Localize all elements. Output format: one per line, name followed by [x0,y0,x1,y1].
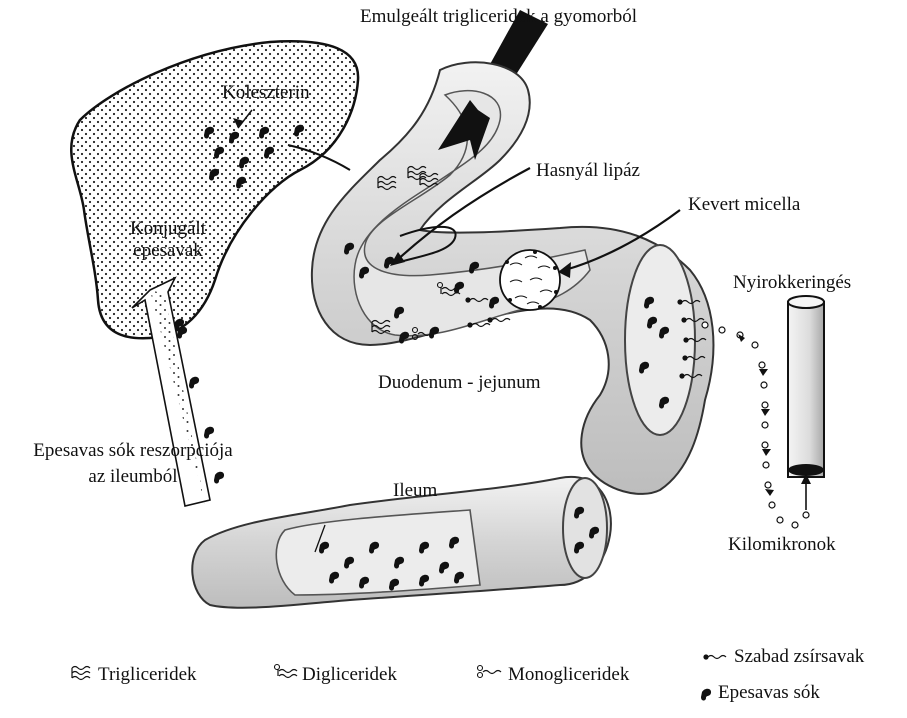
pancreatic-lipase-label: Hasnyál lipáz [536,160,640,182]
cholesterol-label: Koleszterin [222,82,310,104]
bile-salt-reabsorption-label-line2: az ileumból [8,466,258,488]
chylomicrons-label: Kilomikronok [728,534,836,556]
lymph-vessel [788,302,824,477]
duodenum-jejunum-label: Duodenum - jejunum [378,372,541,394]
monoglyceride-legend-icon [478,666,502,678]
conjugated-bile-acids-label-line2: epesavak [108,240,228,262]
bile-salt-reabsorption-label-line1: Epesavas sók reszorpciója [8,440,258,462]
mixed-micelle-label: Kevert micella [688,194,800,216]
legend-free-fatty-acids: Szabad zsírsavak [734,646,864,668]
legend-monoglycerides: Monogliceridek [508,664,629,686]
legend-bile-salts: Epesavas sók [718,682,820,704]
free-fatty-acid-legend-icon [703,654,726,659]
diglyceride-legend-icon [275,665,298,678]
legend-diglycerides: Digliceridek [302,664,397,686]
ileum-label: Ileum [393,480,437,502]
emulsified-triglycerides-label: Emulgeált trigliceridek a gyomorból [360,6,637,28]
bile-salt-legend-icon [701,689,711,701]
conjugated-bile-acids-label-line1: Konjugált [108,218,228,240]
triglyceride-legend-icon [72,667,90,680]
lymph-circulation-label: Nyirokkeringés [733,272,851,294]
legend-triglycerides: Trigliceridek [98,664,197,686]
